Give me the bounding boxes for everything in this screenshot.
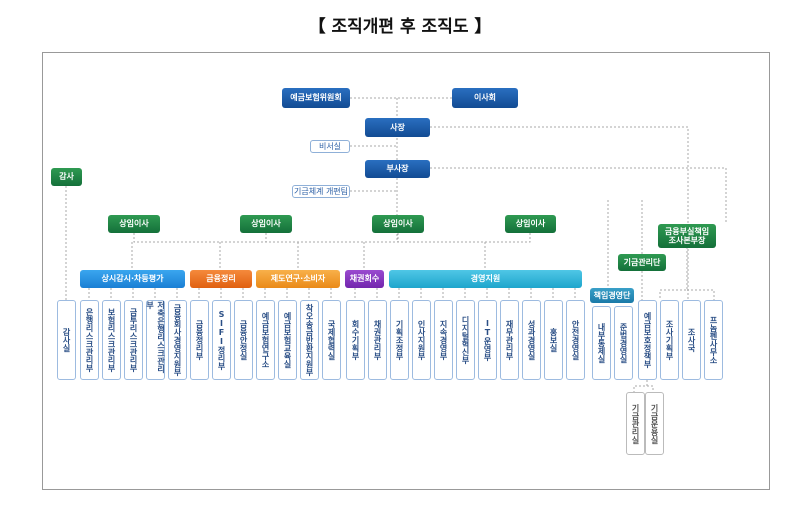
org-chart-frame — [42, 52, 770, 490]
unit-box: 조사국 — [682, 300, 701, 380]
deposit-insurance-committee: 예금보험위원회 — [282, 88, 350, 108]
unit-box: 예금보험교육실 — [278, 300, 297, 380]
unit-box: 보험리스크관리부 — [102, 300, 121, 380]
unit-box: 은행리스크관리부 — [80, 300, 99, 380]
unit-box: 프놈펜사무소 — [704, 300, 723, 380]
unit-box: 지속경영부 — [434, 300, 453, 380]
unit-box: 국제협력실 — [322, 300, 341, 380]
unit-box: 기획조정부 — [390, 300, 409, 380]
secretary-office: 비서실 — [310, 140, 350, 153]
unit-box: 감사실 — [57, 300, 76, 380]
auditor: 감사 — [51, 168, 82, 186]
unit-box: 금투리스크관리부 — [124, 300, 143, 380]
unit-box: 착오송금반환지원부 — [300, 300, 319, 380]
unit-box: 예금보험연구소 — [256, 300, 275, 380]
group-recovery: 채권회수 — [345, 270, 384, 288]
standing-director-1: 상임이사 — [108, 215, 160, 233]
sub-unit: 기금관리실 — [626, 392, 645, 455]
unit-box: 금융회사경영지원부 — [168, 300, 187, 380]
unit-box: 홍보실 — [544, 300, 563, 380]
standing-director-2: 상임이사 — [240, 215, 292, 233]
group-monitoring: 상시감시·차등평가 — [80, 270, 185, 288]
group-research-consumer: 제도연구·소비자 — [256, 270, 340, 288]
investigation-headquarters: 금융부실책임 조사본부장 — [658, 224, 716, 248]
fund-management-division: 기금관리단 — [618, 254, 666, 271]
vice-president: 부사장 — [365, 160, 430, 178]
unit-box: 인사지원부 — [412, 300, 431, 380]
unit-box: 내부통제실 — [592, 306, 611, 380]
unit-box: 조사기획부 — [660, 300, 679, 380]
fund-reform-team: 기금체계 개편팀 — [292, 185, 350, 198]
unit-box: 금융안정실 — [234, 300, 253, 380]
unit-box: 저축은행리스크관리부 — [146, 300, 166, 380]
unit-box: 예금보호정책부 — [638, 300, 657, 380]
page-title: 【 조직개편 후 조직도 】 — [308, 17, 492, 37]
unit-box: 준법경영실 — [614, 306, 633, 380]
unit-box: 회수기획부 — [346, 300, 365, 380]
unit-box: 디지털혁신부 — [456, 300, 475, 380]
unit-box: 재무관리부 — [500, 300, 519, 380]
board-of-directors: 이사회 — [452, 88, 518, 108]
unit-box: 안전경영실 — [566, 300, 585, 380]
unit-box: 성과경영실 — [522, 300, 541, 380]
standing-director-4: 상임이사 — [505, 215, 556, 233]
group-responsible-management: 책임경영단 — [590, 288, 634, 303]
unit-box: 채권관리부 — [368, 300, 387, 380]
president: 사장 — [365, 118, 430, 137]
group-management-support: 경영지원 — [389, 270, 582, 288]
unit-box: SIFI정리부 — [212, 300, 231, 380]
unit-box: 금융정리부 — [190, 300, 209, 380]
group-resolution: 금융정리 — [190, 270, 252, 288]
sub-unit: 기금운용실 — [645, 392, 664, 455]
standing-director-3: 상임이사 — [372, 215, 424, 233]
unit-box: IT운영부 — [478, 300, 497, 380]
